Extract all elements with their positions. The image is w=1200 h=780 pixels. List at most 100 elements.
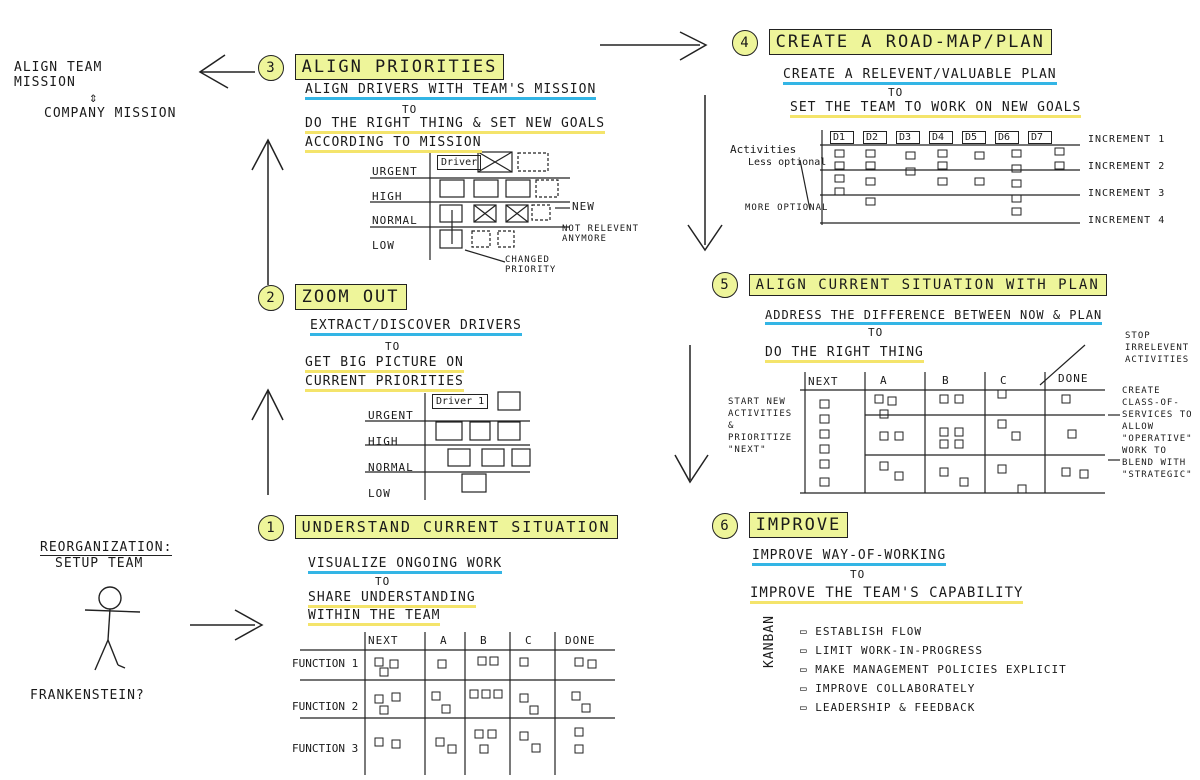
step5-header: 5 ALIGN CURRENT SITUATION WITH PLAN — [712, 272, 1107, 298]
step5-col-done: DONE — [1058, 372, 1089, 385]
step5-line2: DO THE RIGHT THING — [765, 345, 924, 363]
step4-title: CREATE A ROAD-MAP/PLAN — [769, 29, 1052, 55]
step4-to: TO — [888, 86, 903, 99]
step6-kanban-list: ▭ ESTABLISH FLOW ▭ LIMIT WORK-IN-PROGRES… — [800, 622, 1067, 717]
step5-line1: ADDRESS THE DIFFERENCE BETWEEN NOW & PLA… — [765, 308, 1102, 325]
step2-line3: CURRENT PRIORITIES — [305, 374, 464, 392]
mission-top: ALIGN TEAM MISSION — [14, 60, 154, 90]
kanban-item-collab: ▭ IMPROVE COLLABORATELY — [800, 679, 1067, 698]
step5-number: 5 — [712, 272, 738, 298]
step1-number: 1 — [258, 515, 284, 541]
step4-note-more: MORE OPTIONAL — [745, 203, 828, 213]
step6-title: IMPROVE — [749, 512, 849, 538]
step5-note-start: START NEW ACTIVITIES & PRIORITIZE "NEXT" — [728, 396, 796, 456]
step3-note-new: NEW — [572, 200, 595, 213]
step1-header: 1 UNDERSTAND CURRENT SITUATION — [258, 515, 618, 541]
step3-row-normal: NORMAL — [372, 209, 418, 234]
step2-title: ZOOM OUT — [295, 284, 407, 310]
step2-row-high: HIGH — [368, 429, 414, 455]
step6-line2: IMPROVE THE TEAM'S CAPABILITY — [750, 585, 1023, 604]
step1-col-next: NEXT — [368, 634, 399, 647]
step3-to: TO — [402, 103, 417, 116]
step6-header: 6 IMPROVE — [712, 513, 848, 539]
step2-header: 2 ZOOM OUT — [258, 285, 407, 311]
step1-col-a: A — [440, 634, 448, 647]
step2-row-urgent: URGENT — [368, 403, 414, 429]
step3-line2: DO THE RIGHT THING & SET NEW GOALS — [305, 116, 605, 134]
step5-title: ALIGN CURRENT SITUATION WITH PLAN — [749, 274, 1107, 296]
step3-header: 3 ALIGN PRIORITIES — [258, 55, 504, 81]
step3-driver-card: Driver — [437, 155, 481, 170]
frankenstein-figure — [85, 587, 140, 670]
step2-line2: GET BIG PICTURE ON — [305, 355, 464, 373]
step4-driver-headers: D1 D2 D3 D4 D5 D6 D7 — [830, 131, 1052, 144]
step1-line3: WITHIN THE TEAM — [308, 608, 440, 626]
step5-note-create: CREATE CLASS-OF-SERVICES TO ALLOW "OPERA… — [1122, 385, 1197, 481]
mission-arrow-icon: ⇕ — [89, 90, 176, 106]
kanban-item-policies: ▭ MAKE MANAGEMENT POLICIES EXPLICIT — [800, 660, 1067, 679]
step4-note-activities: Activities — [730, 143, 796, 156]
step6-line1: IMPROVE WAY-OF-WORKING — [752, 548, 946, 566]
step4-driver-d7: D7 — [1028, 131, 1052, 144]
step5-col-c: C — [1000, 374, 1008, 387]
step4-header: 4 CREATE A ROAD-MAP/PLAN — [732, 30, 1052, 56]
step3-row-low: LOW — [372, 234, 418, 259]
step1-col-c: C — [525, 634, 533, 647]
step4-driver-d1: D1 — [830, 131, 854, 144]
mission-block: ALIGN TEAM MISSION ⇕ COMPANY MISSION — [14, 60, 176, 121]
step5-col-a: A — [880, 374, 888, 387]
step3-row-urgent: URGENT — [372, 160, 418, 185]
step3-number: 3 — [258, 55, 284, 81]
step1-row-function1: FUNCTION 1 — [292, 657, 358, 670]
reorg-block: REORGANIZATION: SETUP TEAM — [40, 540, 172, 571]
frankenstein-label: FRANKENSTEIN? — [30, 688, 145, 703]
step4-increments: INCREMENT 1 INCREMENT 2 INCREMENT 3 INCR… — [1088, 126, 1165, 234]
step1-col-b: B — [480, 634, 488, 647]
step4-line2: SET THE TEAM TO WORK ON NEW GOALS — [790, 100, 1081, 118]
step4-increment-4: INCREMENT 4 — [1088, 207, 1165, 234]
reorg-sub: SETUP TEAM — [55, 556, 172, 571]
step1-line2: SHARE UNDERSTANDING — [308, 590, 476, 608]
step3-line3: ACCORDING TO MISSION — [305, 135, 482, 153]
step3-priority-rows: URGENT HIGH NORMAL LOW — [372, 160, 418, 258]
step6-number: 6 — [712, 513, 738, 539]
step1-row-function2: FUNCTION 2 — [292, 700, 358, 713]
step1-title: UNDERSTAND CURRENT SITUATION — [295, 515, 618, 539]
step3-line1: ALIGN DRIVERS WITH TEAM'S MISSION — [305, 82, 596, 100]
step4-driver-d3: D3 — [896, 131, 920, 144]
step5-col-next: NEXT — [808, 375, 839, 388]
step4-line1: CREATE A RELEVENT/VALUABLE PLAN — [783, 67, 1057, 85]
step5-note-stop: STOP IRRELEVENT ACTIVITIES — [1125, 330, 1195, 366]
step2-row-low: LOW — [368, 481, 414, 507]
step3-note-not-relevant: NOT RELEVENT ANYMORE — [562, 224, 672, 244]
kanban-item-flow: ▭ ESTABLISH FLOW — [800, 622, 1067, 641]
step4-note-less: Less optional — [748, 157, 826, 168]
step2-to: TO — [385, 340, 400, 353]
step3-row-high: HIGH — [372, 185, 418, 210]
kanban-item-leadership: ▭ LEADERSHIP & FEEDBACK — [800, 698, 1067, 717]
step4-driver-d5: D5 — [962, 131, 986, 144]
step5-col-b: B — [942, 374, 950, 387]
step1-line1: VISUALIZE ONGOING WORK — [308, 556, 502, 574]
step5-to: TO — [868, 326, 883, 339]
step2-driver-card: Driver 1 — [432, 394, 488, 409]
step2-row-normal: NORMAL — [368, 455, 414, 481]
mission-bottom: COMPANY MISSION — [44, 106, 176, 121]
step2-priority-rows: URGENT HIGH NORMAL LOW — [368, 403, 414, 507]
step3-title: ALIGN PRIORITIES — [295, 54, 505, 80]
step2-line1: EXTRACT/DISCOVER DRIVERS — [310, 318, 522, 336]
step4-driver-d2: D2 — [863, 131, 887, 144]
kanban-item-wip: ▭ LIMIT WORK-IN-PROGRESS — [800, 641, 1067, 660]
step6-kanban-label: KANBAN — [762, 615, 777, 668]
step1-to: TO — [375, 575, 390, 588]
step3-note-changed: CHANGED PRIORITY — [505, 255, 565, 275]
step6-to: TO — [850, 568, 865, 581]
step4-increment-3: INCREMENT 3 — [1088, 180, 1165, 207]
reorg-title: REORGANIZATION: — [40, 540, 172, 556]
step4-driver-d4: D4 — [929, 131, 953, 144]
step4-driver-d6: D6 — [995, 131, 1019, 144]
step2-number: 2 — [258, 285, 284, 311]
step4-number: 4 — [732, 30, 758, 56]
step4-increment-1: INCREMENT 1 — [1088, 126, 1165, 153]
step1-row-function3: FUNCTION 3 — [292, 742, 358, 755]
